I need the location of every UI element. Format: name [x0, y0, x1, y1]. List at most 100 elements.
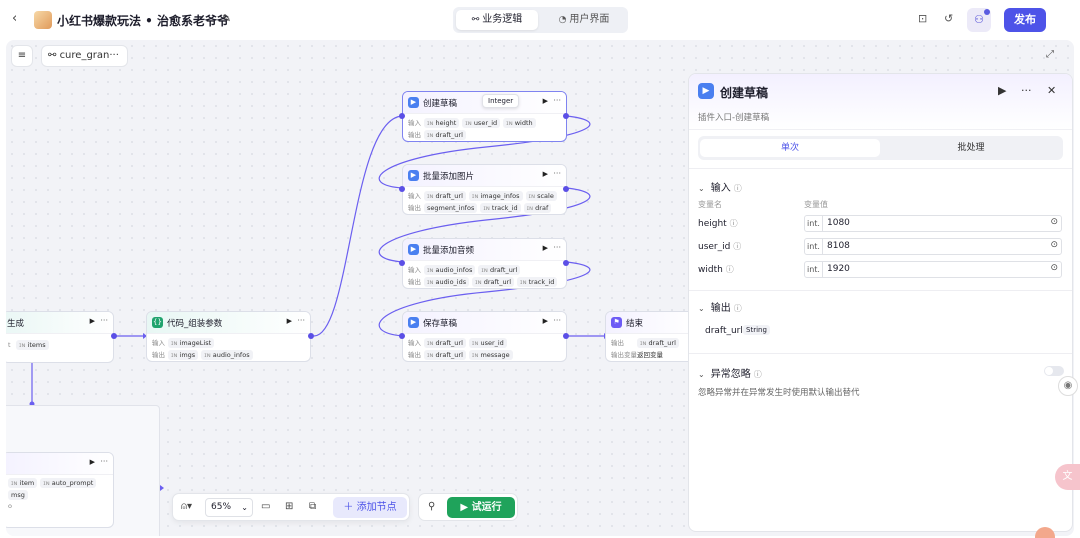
output-name: draft_url [705, 326, 743, 336]
play-icon[interactable]: ▶ [542, 170, 548, 178]
chevron-down-icon: ⌄ [241, 503, 248, 512]
plugin-icon: ▶ [408, 97, 419, 108]
output-port[interactable] [308, 333, 314, 339]
param-value-input[interactable]: int.1080⊙ [804, 215, 1062, 232]
fullscreen-icon[interactable]: ⤢ [1046, 49, 1054, 60]
input-port[interactable] [399, 113, 405, 119]
node-header: ▶ 保存草稿 ▶ ··· [403, 312, 566, 334]
more-icon[interactable]: ··· [1021, 84, 1032, 97]
tab-single[interactable]: 单次 [700, 139, 880, 157]
zoom-select[interactable]: 65%⌄ [205, 498, 253, 517]
input-port[interactable] [399, 260, 405, 266]
run-mode-tabs: 单次 批处理 [698, 136, 1063, 160]
play-icon[interactable]: ▶ [542, 317, 548, 325]
play-icon[interactable]: ▶ [89, 317, 95, 325]
exception-toggle[interactable] [1044, 366, 1064, 376]
play-icon[interactable]: ▶ [542, 244, 548, 252]
output-port[interactable] [111, 333, 117, 339]
tab-label: 用户界面 [569, 14, 610, 25]
output-port[interactable] [563, 113, 569, 119]
mascot-icon[interactable] [1035, 527, 1055, 538]
play-icon[interactable]: ▶ [542, 97, 548, 105]
translate-icon[interactable]: 文 [1055, 464, 1080, 490]
param-type: int. [805, 216, 823, 231]
sidebar-toggle-icon[interactable]: ≡ [11, 45, 33, 67]
param-value-input[interactable]: int.1920⊙ [804, 261, 1062, 278]
param-value-input[interactable]: int.8108⊙ [804, 238, 1062, 255]
more-icon[interactable]: ··· [553, 316, 561, 325]
breadcrumb[interactable]: ⚯ cure_gran··· [41, 45, 128, 67]
param-chip: msg [8, 490, 28, 500]
tab-business-logic[interactable]: ⚯业务逻辑 [456, 10, 538, 30]
layout-icon[interactable]: ⊞ [285, 501, 294, 512]
reference-icon[interactable]: ⊙ [1050, 217, 1058, 227]
add-node-label: 添加节点 [356, 502, 397, 513]
publish-button[interactable]: 发布 [1004, 8, 1046, 32]
comment-icon[interactable]: ▭ [261, 501, 271, 512]
add-node-button[interactable]: ＋ 添加节点 [333, 497, 407, 518]
flow-icon: ⚯ [48, 50, 60, 61]
play-icon[interactable]: ▶ [89, 458, 95, 466]
input-port[interactable] [399, 333, 405, 339]
back-arrow-icon[interactable]: ‹ [12, 11, 18, 26]
collaborators-button[interactable]: ⚇ [967, 8, 991, 32]
reference-icon[interactable]: ⊙ [1050, 263, 1058, 273]
output-port[interactable] [563, 260, 569, 266]
play-icon[interactable]: ▶ [286, 317, 292, 325]
more-icon[interactable]: ··· [553, 96, 561, 105]
row-label: 输出 [152, 351, 165, 359]
play-icon: ▶ [460, 502, 472, 513]
param-type: int. [805, 239, 823, 254]
view-tabs: ⚯业务逻辑 ◔用户界面 [453, 7, 628, 33]
more-icon[interactable]: ··· [100, 457, 108, 466]
top-bar: ‹ 小红书爆款玩法 • 治愈系老爷爷 ✎ ⚯业务逻辑 ◔用户界面 ⊡ ↺ ⚇ 发… [0, 0, 1080, 40]
more-icon[interactable]: ··· [100, 316, 108, 325]
assistant-icon[interactable]: ◉ [1058, 376, 1078, 396]
panel-header: ▶ 创建草稿 ▶ ··· ✕ 插件入口-创建草稿 [689, 74, 1072, 130]
chevron-down-icon: ⌄ [698, 370, 705, 379]
more-icon[interactable]: ··· [297, 316, 305, 325]
node-header: ▶ 批量添加音频 ▶ ··· [403, 239, 566, 261]
play-icon[interactable]: ▶ [998, 84, 1007, 97]
breadcrumb-label: cure_gran··· [59, 50, 119, 61]
test-run-button[interactable]: ▶ 试运行 [447, 497, 515, 518]
info-icon: ⓘ [753, 370, 762, 379]
output-port[interactable] [563, 333, 569, 339]
more-icon[interactable]: ··· [553, 243, 561, 252]
mouse-mode-icon[interactable]: ⍝▾ [181, 501, 193, 512]
tab-batch[interactable]: 批处理 [957, 143, 985, 153]
more-icon[interactable]: ··· [553, 169, 561, 178]
row-label: 输入 [408, 339, 421, 347]
tab-user-interface[interactable]: ◔用户界面 [543, 10, 625, 30]
reference-icon[interactable]: ⊙ [1050, 240, 1058, 250]
debug-icon[interactable]: ⚲ [428, 501, 436, 512]
edit-icon[interactable]: ✎ [222, 12, 232, 25]
param-name: width ⓘ [698, 265, 734, 275]
row-label: 输入 [408, 119, 421, 127]
minimap-icon[interactable]: ⧉ [309, 501, 317, 512]
publish-box-icon[interactable]: ⊡ [918, 12, 928, 25]
input-port[interactable] [399, 186, 405, 192]
close-icon[interactable]: ✕ [1047, 84, 1057, 97]
output-port[interactable] [563, 186, 569, 192]
history-icon[interactable]: ↺ [944, 12, 954, 25]
row-label: 输出 [408, 351, 421, 359]
edge-code-to-create [313, 115, 404, 337]
exception-description: 忽略异常并在异常发生时使用默认输出替代 [698, 388, 860, 398]
